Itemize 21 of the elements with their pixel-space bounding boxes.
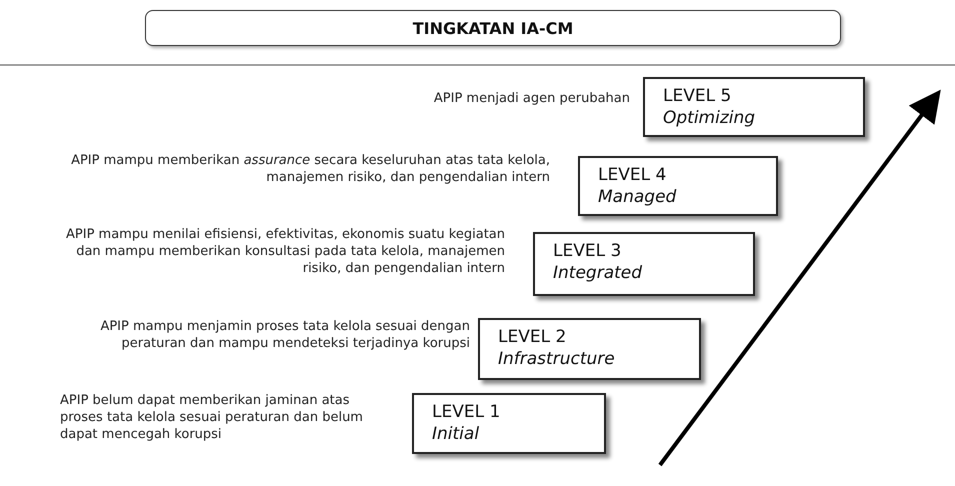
level-number: LEVEL 4 [598,164,668,186]
level-number: LEVEL 5 [663,85,732,107]
level-name: Managed [598,186,678,208]
level-number: LEVEL 3 [553,240,622,262]
level-box [412,393,606,454]
level-name: Integrated [553,262,644,284]
level-box [643,77,865,137]
level-box [478,318,701,380]
level-description: APIP mampu memberikan assurance secara keseluruhan atas tata kelola, manajemen risiko, dan pengendalian intern [70,152,550,186]
level-name: Optimizing [663,107,756,129]
level-box [533,232,755,296]
title: TINGKATAN IA-CM [412,18,574,38]
level-description: APIP mampu menjamin proses tata kelola sesuai dengan peraturan dan mampu mendeteksi terjadinya korupsi [99,318,470,352]
level-description: APIP menjadi agen perubahan [432,90,630,107]
level-name: Initial [432,423,480,445]
level-number: LEVEL 1 [432,401,502,423]
level-number: LEVEL 2 [498,326,568,348]
level-description: APIP belum dapat memberikan jaminan atas proses tata kelola sesuai peraturan dan belum dapat mencegah korupsi [60,392,364,443]
level-box [578,156,778,216]
level-description: APIP mampu menilai efisiensi, efektivitas, ekonomis suatu kegiatan dan mampu memberikan konsultasi pada tata kelola, manajemen risiko, dan pengendalian intern [65,226,505,277]
level-name: Infrastructure [498,348,616,370]
